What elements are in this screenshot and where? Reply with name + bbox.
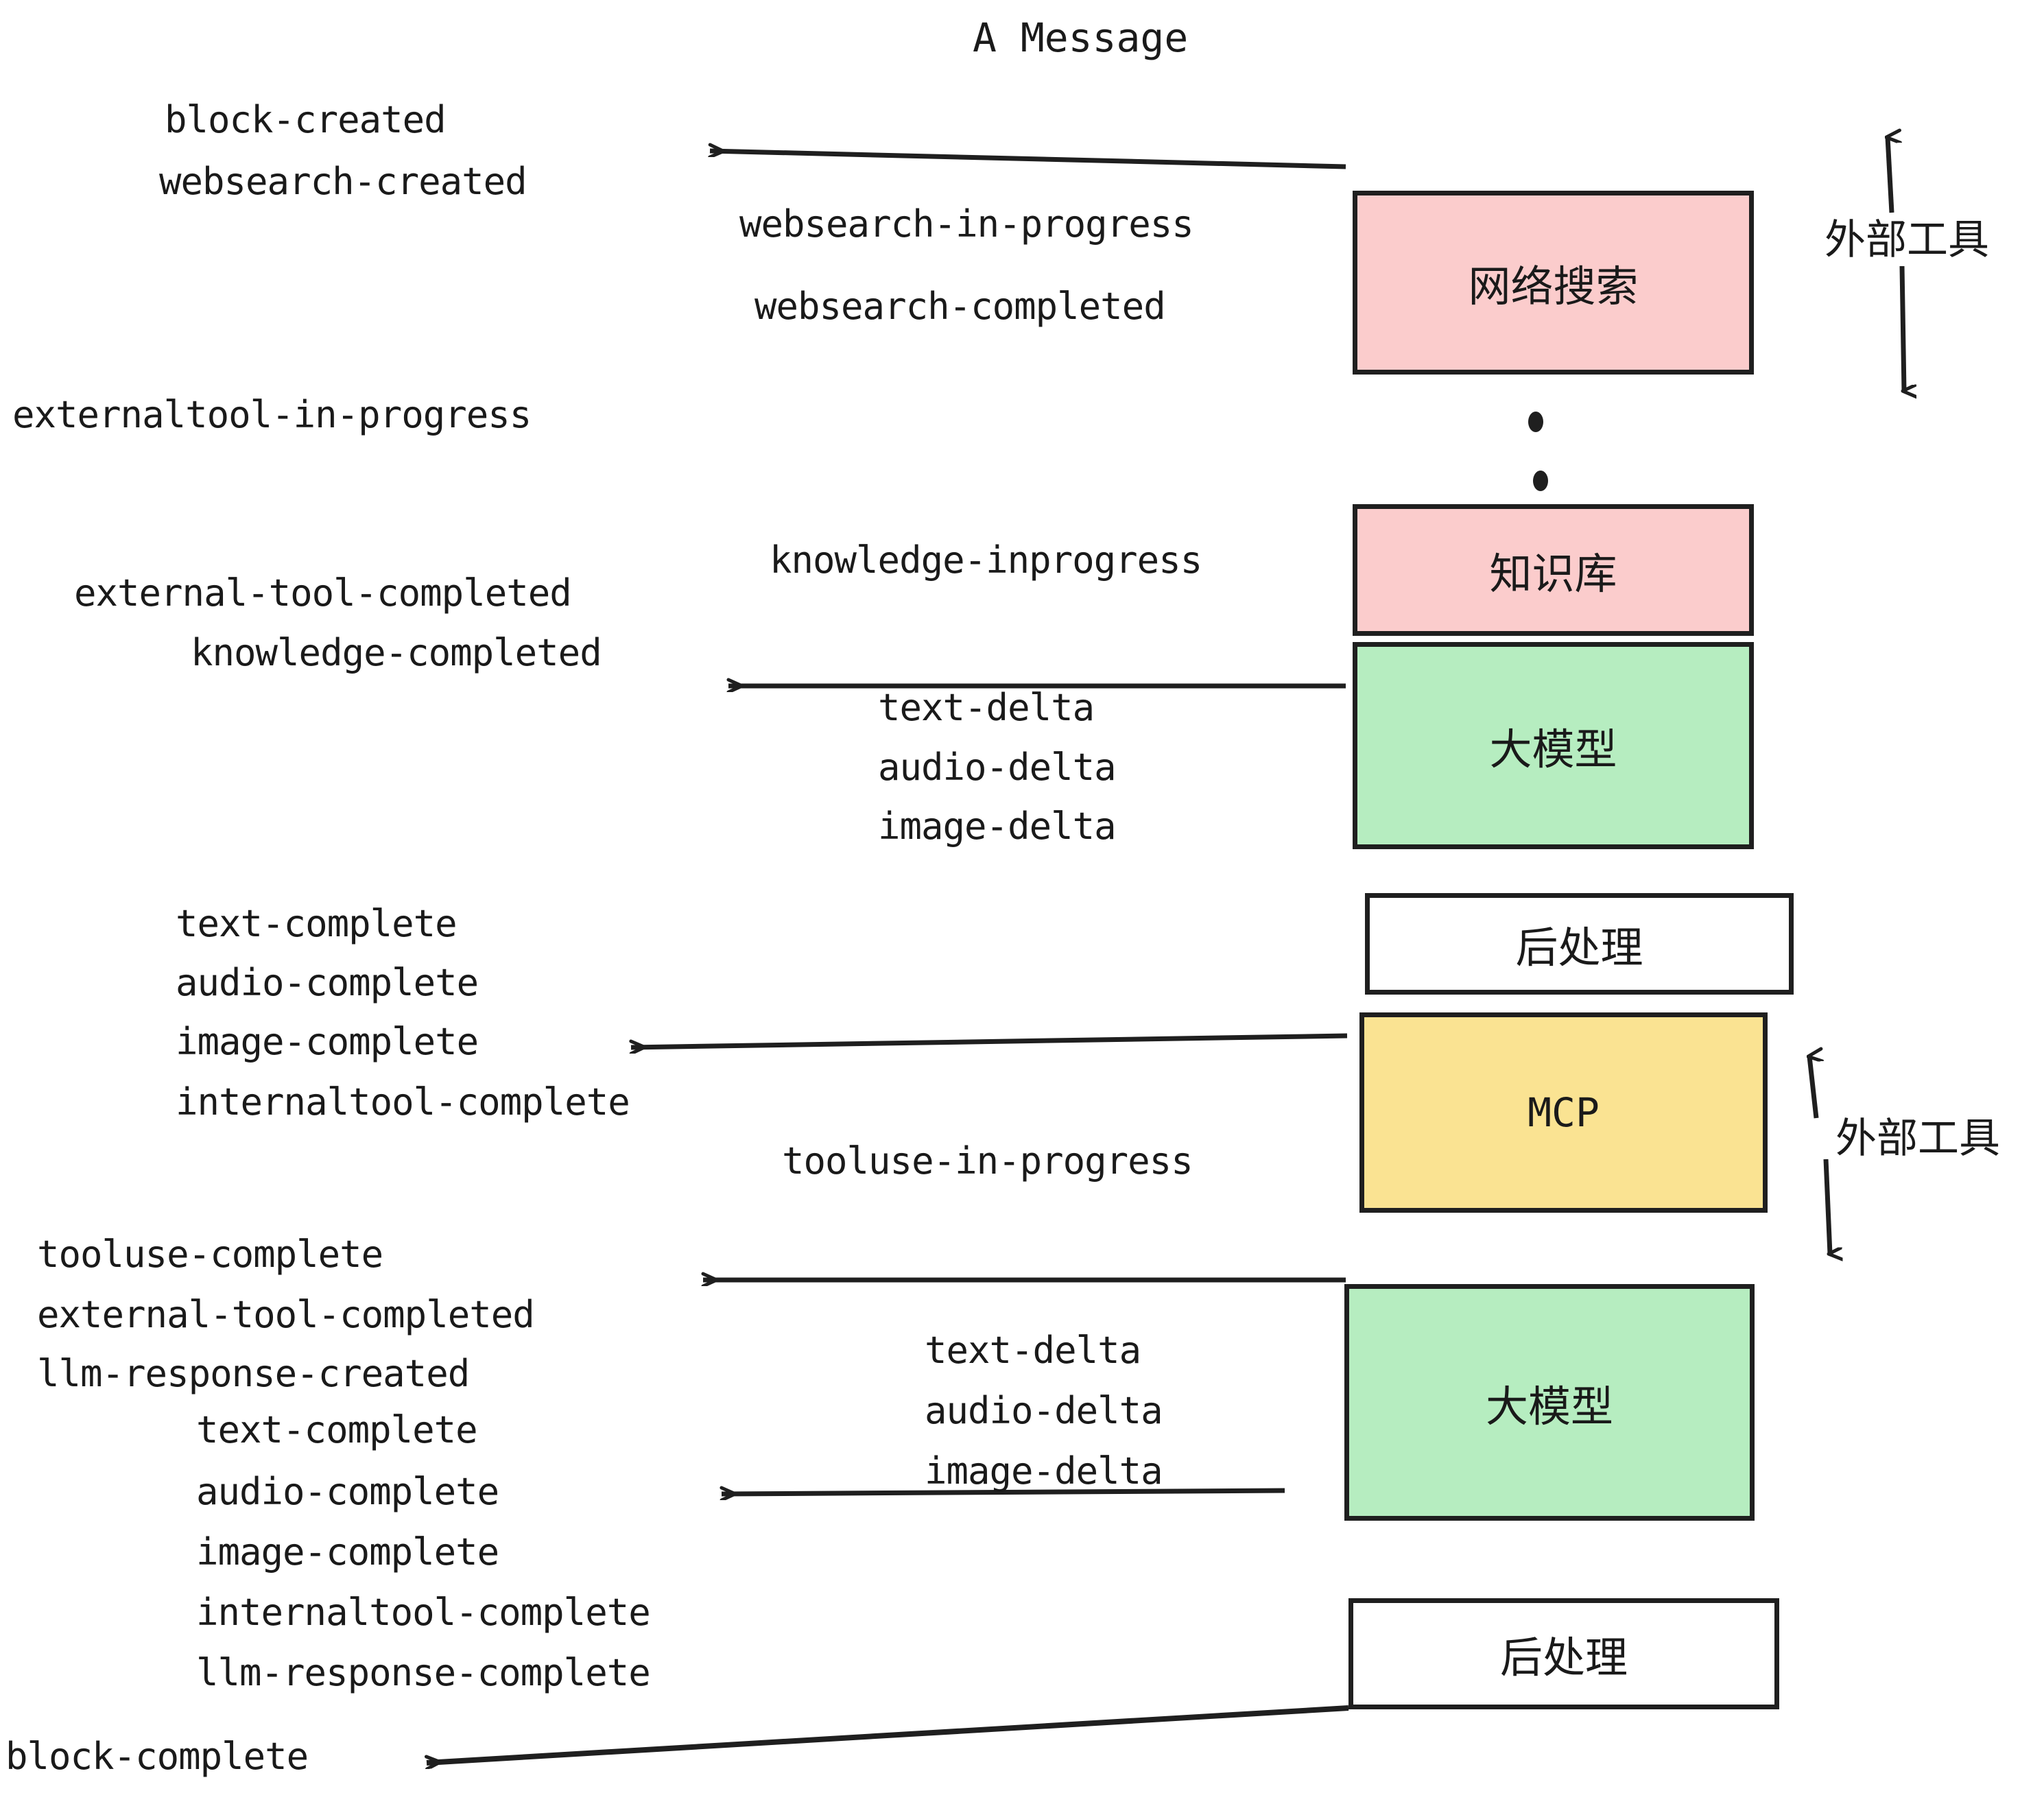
arrow-postproc-to-image-complete	[631, 1033, 1348, 1047]
event-text-complete-1: text-complete	[176, 902, 457, 945]
event-image-delta-2: image-delta	[925, 1449, 1163, 1493]
event-websearch-completed: websearch-completed	[754, 285, 1166, 328]
side-label-external-tools-top: 外部工具	[1825, 216, 1989, 264]
event-knowledge-inprogress: knowledge-inprogress	[770, 538, 1202, 582]
ellipsis-dot	[1528, 412, 1543, 432]
node-llm-2-label: 大模型	[1485, 1381, 1613, 1432]
event-audio-delta-1: audio-delta	[878, 746, 1117, 789]
node-llm-1[interactable]: 大模型	[1353, 642, 1754, 849]
event-image-complete-2: image-complete	[196, 1530, 499, 1574]
event-audio-delta-2: audio-delta	[925, 1389, 1163, 1432]
node-llm-2[interactable]: 大模型	[1344, 1284, 1755, 1521]
event-externaltool-in-progress: externaltool-in-progress	[12, 393, 532, 436]
arrow-external-tools-top-down	[1899, 265, 1904, 391]
node-postprocess-2-label: 后处理	[1499, 1633, 1628, 1683]
event-external-tool-completed-1: external-tool-completed	[74, 571, 572, 615]
event-tooluse-complete: tooluse-complete	[37, 1233, 383, 1276]
event-audio-complete-1: audio-complete	[176, 961, 479, 1004]
node-mcp-label: MCP	[1528, 1089, 1600, 1136]
node-postprocess-1[interactable]: 后处理	[1365, 893, 1794, 995]
event-websearch-in-progress: websearch-in-progress	[739, 202, 1194, 246]
side-label-external-tools-bottom: 外部工具	[1835, 1115, 2000, 1163]
event-internaltool-complete-2: internaltool-complete	[196, 1591, 651, 1634]
node-websearch-label: 网络搜索	[1468, 261, 1639, 311]
arrow-websearch-to-block-created	[710, 151, 1346, 169]
event-image-delta-1: image-delta	[878, 805, 1117, 848]
event-llm-response-created: llm-response-created	[37, 1352, 470, 1395]
event-text-complete-2: text-complete	[196, 1408, 478, 1451]
event-external-tool-completed-2: external-tool-completed	[37, 1293, 535, 1336]
node-mcp[interactable]: MCP	[1359, 1012, 1768, 1213]
arrow-external-tools-top-up	[1888, 137, 1892, 213]
event-audio-complete-2: audio-complete	[196, 1470, 499, 1513]
event-text-delta-1: text-delta	[878, 686, 1095, 729]
ellipsis-dot	[1533, 471, 1548, 491]
event-block-complete: block-complete	[5, 1735, 309, 1778]
event-block-created: block-created	[165, 98, 447, 141]
node-llm-1-label: 大模型	[1489, 724, 1617, 774]
node-websearch[interactable]: 网络搜索	[1353, 191, 1754, 375]
event-tooluse-in-progress: tooluse-in-progress	[782, 1139, 1193, 1183]
node-postprocess-1-label: 后处理	[1515, 923, 1643, 973]
arrow-postproc2-to-block-complete	[427, 1705, 1349, 1763]
event-internaltool-complete-1: internaltool-complete	[176, 1080, 630, 1124]
event-llm-response-complete: llm-response-complete	[196, 1651, 651, 1694]
node-knowledge-label: 知识库	[1489, 549, 1617, 599]
page-title: A Message	[973, 14, 1189, 61]
event-websearch-created: websearch-created	[159, 160, 527, 203]
arrow-external-tools-bottom-up	[1809, 1056, 1816, 1119]
arrow-external-tools-bottom-down	[1823, 1159, 1830, 1254]
node-knowledge[interactable]: 知识库	[1353, 504, 1754, 636]
event-knowledge-completed: knowledge-completed	[191, 631, 602, 674]
event-text-delta-2: text-delta	[925, 1329, 1141, 1372]
event-image-complete-1: image-complete	[176, 1020, 479, 1063]
node-postprocess-2[interactable]: 后处理	[1348, 1598, 1779, 1709]
